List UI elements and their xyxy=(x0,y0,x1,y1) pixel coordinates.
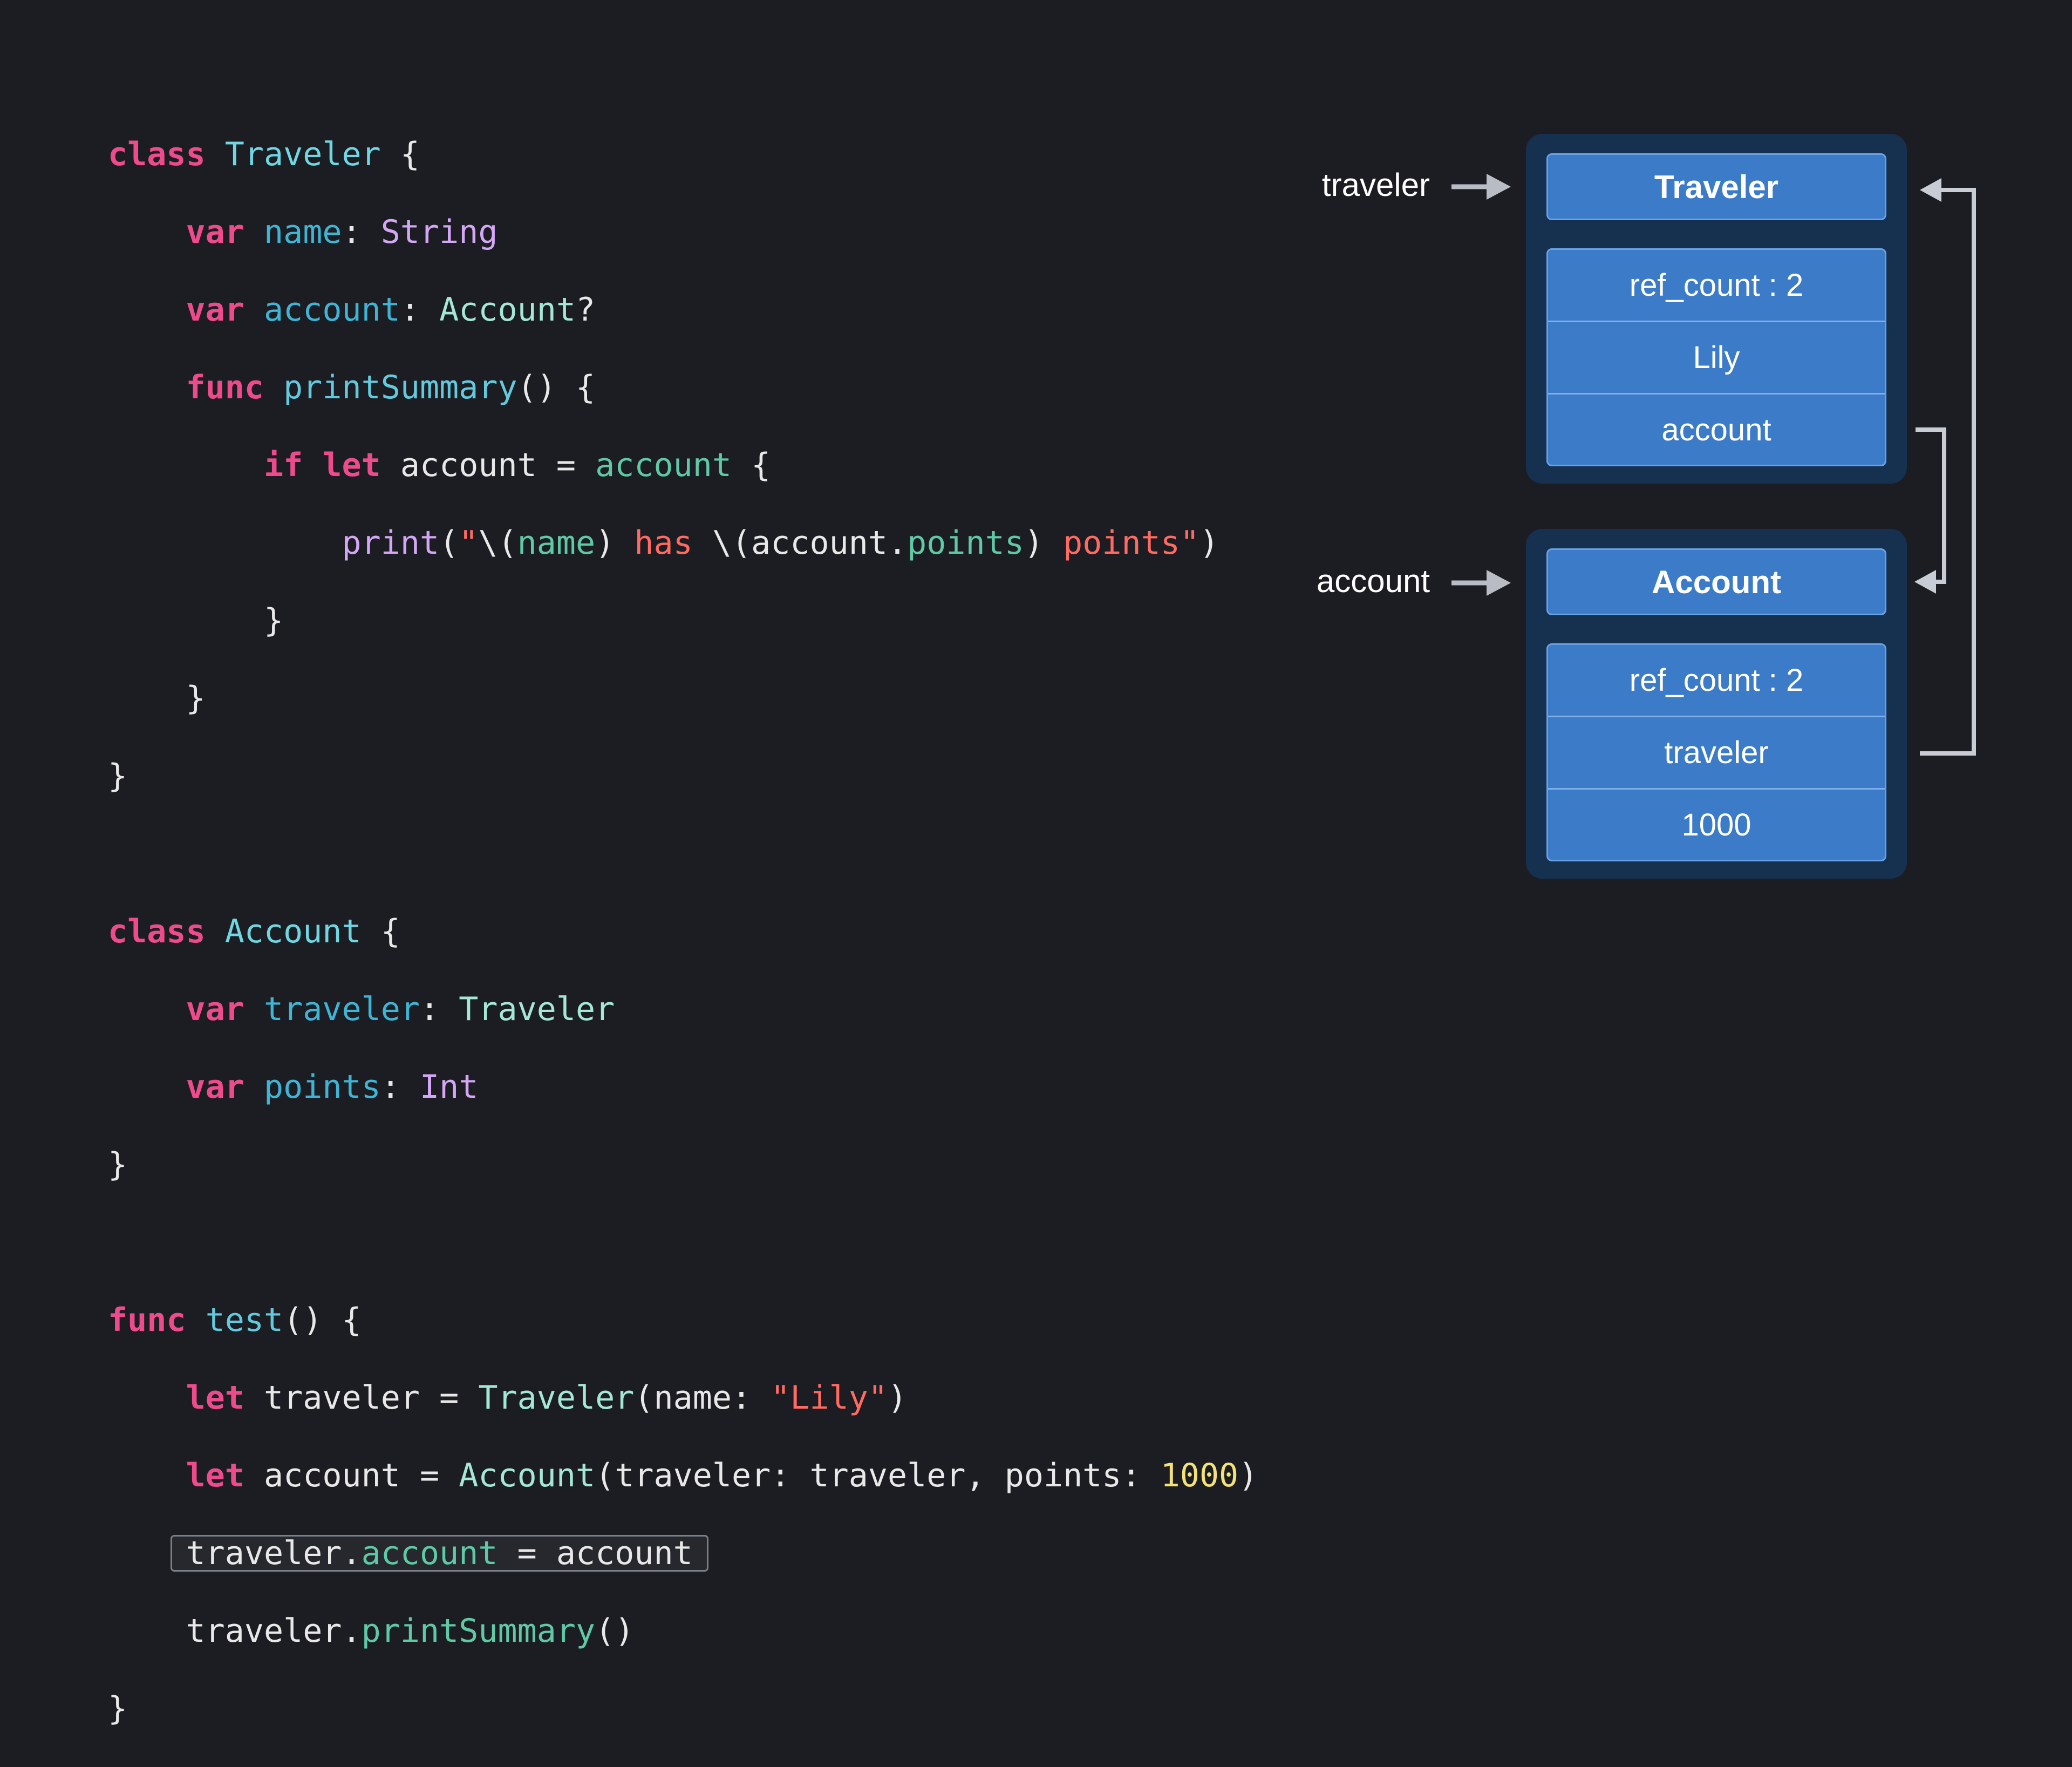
traveler-variable-arrow xyxy=(1451,174,1511,200)
account-points-field: 1000 xyxy=(1681,807,1751,842)
highlighted-code-line: traveler.account = account xyxy=(170,1535,708,1572)
code-line-21: } xyxy=(108,1690,128,1728)
code-line-5: if let account = account { xyxy=(263,446,771,484)
account-object-fields: ref_count : 2 traveler 1000 xyxy=(1546,643,1886,861)
code-line-3: var account: Account? xyxy=(186,291,596,329)
code-line-16: func test() { xyxy=(108,1301,362,1339)
account-refcount-field: ref_count : 2 xyxy=(1548,645,1885,717)
code-line-7: } xyxy=(108,602,284,640)
account-traveler-field: traveler xyxy=(1548,717,1885,790)
code-line-13: var points: Int xyxy=(186,1068,479,1106)
traveler-refcount-field: ref_count : 2 xyxy=(1548,250,1885,322)
reference-arrows xyxy=(1451,174,1976,756)
traveler-reference-label: traveler xyxy=(1321,167,1430,203)
traveler-object-header: Traveler xyxy=(1546,153,1886,220)
traveler-field-reference-arrow xyxy=(1920,178,1976,756)
code-line-2: var name: String xyxy=(186,213,498,251)
code-line-18: let account = Account(traveler: traveler… xyxy=(186,1457,1258,1494)
traveler-account-field: account xyxy=(1661,412,1771,447)
traveler-heap-object: Traveler ref_count : 2 Lily account xyxy=(1526,134,1907,484)
account-object-header: Account xyxy=(1546,548,1886,615)
code-line-12: var traveler: Traveler xyxy=(186,990,615,1028)
account-reference-label: account xyxy=(1316,563,1430,599)
code-line-17: let traveler = Traveler(name: "Lily") xyxy=(186,1379,908,1417)
code-line-19: traveler.account = account xyxy=(108,1534,1258,1573)
account-field-reference-arrow xyxy=(1914,427,1946,594)
code-line-6: print("\(name) has \(account.points) poi… xyxy=(342,524,1219,562)
code-line-8: } xyxy=(108,679,206,717)
code-line-1: class Traveler { xyxy=(108,135,420,173)
traveler-name-field: Lily xyxy=(1548,322,1885,395)
code-line-15 xyxy=(108,1223,1258,1262)
code-line-11: class Account { xyxy=(108,913,400,950)
account-variable-arrow xyxy=(1451,570,1511,596)
traveler-object-fields: ref_count : 2 Lily account xyxy=(1546,248,1886,466)
code-line-9: } xyxy=(108,757,128,795)
code-line-4: func printSummary() { xyxy=(186,369,596,406)
code-line-20: traveler.printSummary() xyxy=(108,1612,635,1650)
account-heap-object: Account ref_count : 2 traveler 1000 xyxy=(1526,529,1907,879)
